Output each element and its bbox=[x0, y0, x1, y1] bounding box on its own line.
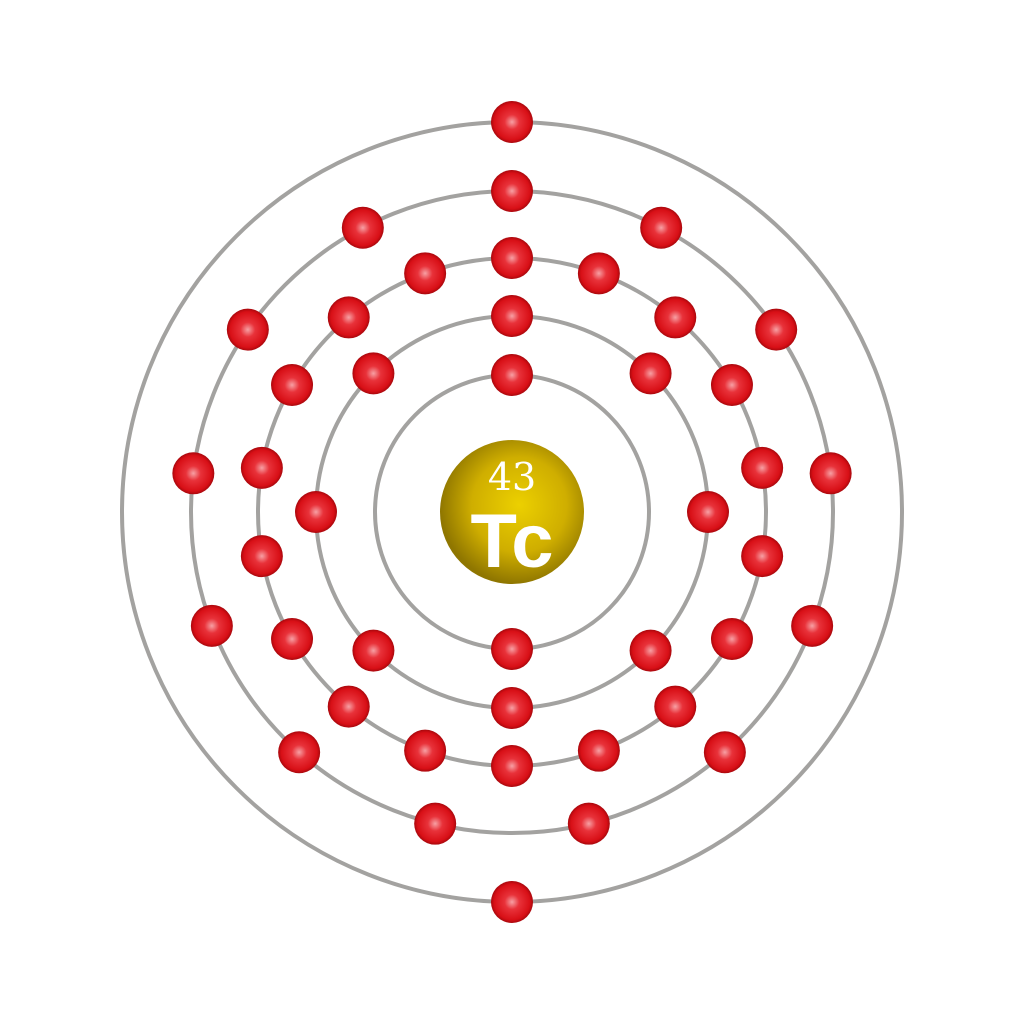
electron-shell-2-1 bbox=[491, 295, 533, 337]
electron-shell-4-13 bbox=[341, 206, 384, 249]
electron-shell-4-10 bbox=[190, 604, 233, 647]
electron-shell-4-7 bbox=[567, 802, 610, 845]
electron-shell-5-2 bbox=[491, 881, 533, 923]
electron-shell-1-1 bbox=[491, 354, 533, 396]
nucleus-circle bbox=[440, 440, 584, 584]
electron-shell-3-8 bbox=[654, 685, 697, 728]
electron-shell-3-11 bbox=[404, 729, 447, 772]
electron-shell-2-7 bbox=[295, 491, 337, 533]
electron-shell-4-11 bbox=[172, 452, 215, 495]
electron-shell-2-8 bbox=[352, 352, 395, 395]
electron-shell-3-3 bbox=[654, 296, 697, 339]
electron-shell-3-5 bbox=[741, 446, 784, 489]
electron-shell-3-9 bbox=[577, 729, 620, 772]
electron-shell-2-5 bbox=[491, 687, 533, 729]
electron-shell-3-18 bbox=[404, 252, 447, 295]
electron-shell-3-15 bbox=[240, 446, 283, 489]
electron-shell-4-5 bbox=[791, 604, 834, 647]
electron-shell-4-6 bbox=[703, 731, 746, 774]
electron-shell-3-12 bbox=[327, 685, 370, 728]
electron-shell-3-1 bbox=[491, 237, 533, 279]
electron-shell-3-6 bbox=[741, 535, 784, 578]
electron-shell-4-12 bbox=[226, 308, 269, 351]
electron-shell-4-4 bbox=[809, 452, 852, 495]
electron-shell-2-3 bbox=[687, 491, 729, 533]
electron-shell-3-14 bbox=[240, 535, 283, 578]
electron-shell-1-2 bbox=[491, 628, 533, 670]
electron-shell-2-4 bbox=[629, 629, 672, 672]
electron-shell-3-13 bbox=[271, 618, 314, 660]
electron-shell-5-1 bbox=[491, 101, 533, 143]
electron-shell-4-9 bbox=[278, 731, 321, 774]
electron-shell-3-16 bbox=[271, 364, 314, 406]
atomic-number: 43 bbox=[488, 455, 536, 499]
electron-shell-3-4 bbox=[710, 364, 753, 406]
electron-shell-4-3 bbox=[755, 308, 798, 351]
electron-shell-2-2 bbox=[629, 352, 672, 395]
electron-shell-3-10 bbox=[491, 745, 533, 787]
electron-shell-3-7 bbox=[710, 618, 753, 660]
element-symbol: Tc bbox=[470, 499, 553, 584]
electrons bbox=[172, 101, 852, 923]
electron-shell-4-8 bbox=[414, 802, 457, 845]
nucleus: 43 Tc bbox=[440, 440, 584, 584]
electron-shell-4-2 bbox=[640, 206, 683, 249]
electron-shell-4-1 bbox=[491, 170, 533, 212]
electron-shell-3-2 bbox=[577, 252, 620, 295]
electron-shell-2-6 bbox=[352, 629, 395, 672]
electron-shell-3-17 bbox=[327, 296, 370, 339]
